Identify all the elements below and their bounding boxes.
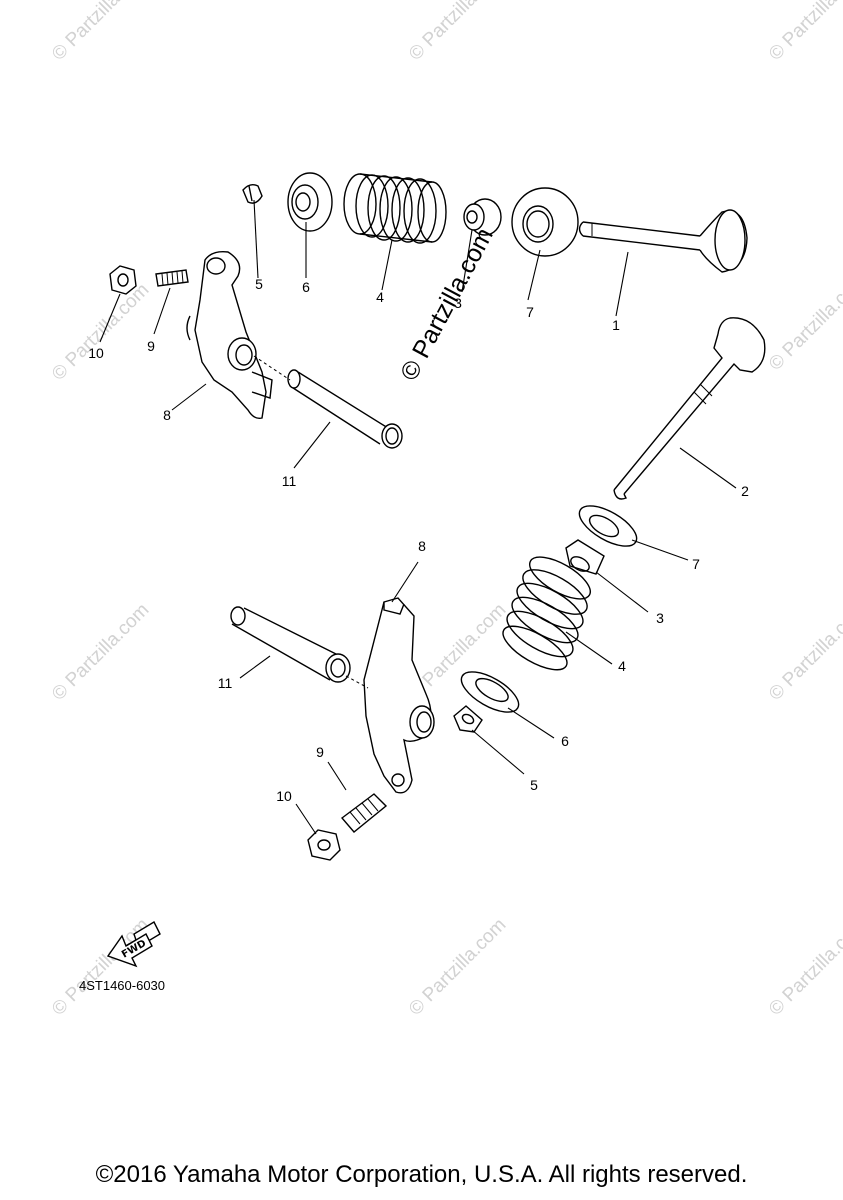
callout-label: 9 — [147, 338, 155, 354]
callout-label: 3 — [656, 610, 664, 626]
callout-label: 3 — [454, 295, 462, 311]
callout-label: 5 — [530, 777, 538, 793]
callout-label: 8 — [163, 407, 171, 423]
valve-top — [578, 209, 748, 273]
fwd-arrow-icon — [106, 921, 161, 968]
rocker-shaft-top — [253, 355, 403, 449]
callout-label: 9 — [316, 744, 324, 760]
callout-label: 2 — [741, 483, 749, 499]
spring-retainer-top — [287, 172, 333, 232]
valve-spring-top — [343, 173, 447, 244]
locknut-top — [109, 265, 137, 295]
callout-label: 11 — [281, 473, 297, 489]
spring-seat-bottom — [578, 505, 638, 547]
locknut-bottom — [307, 829, 341, 861]
spring-seat-top — [511, 187, 579, 257]
callout-label: 4 — [376, 289, 384, 305]
oil-seal-top — [463, 198, 502, 236]
cotter-top — [242, 183, 263, 204]
callout-label: 10 — [276, 788, 292, 804]
valve-bottom — [613, 317, 766, 500]
oil-seal-bottom — [565, 539, 605, 575]
callout-label: 5 — [255, 276, 263, 292]
callout-label: 6 — [561, 733, 569, 749]
callout-label: 11 — [217, 675, 233, 691]
callout-label: 8 — [418, 538, 426, 554]
cotter-bottom — [453, 705, 483, 733]
callout-label: 7 — [692, 556, 700, 572]
callout-label: 4 — [618, 658, 626, 674]
diagram-code: 4ST1460-6030 — [79, 978, 166, 993]
callout-label: 1 — [612, 317, 620, 333]
callout-label: 10 — [88, 345, 104, 361]
spring-retainer-bottom — [460, 671, 520, 713]
copyright-notice: ©2016 Yamaha Motor Corporation, U.S.A. A… — [95, 1161, 748, 1188]
rocker-arm-bottom — [363, 597, 435, 794]
callout-label: 6 — [302, 279, 310, 295]
adjusting-screw-top — [155, 269, 189, 287]
rocker-arm-top — [186, 250, 273, 420]
callout-label: 7 — [526, 304, 534, 320]
adjusting-screw-bottom — [340, 793, 388, 833]
rocker-shaft-bottom — [230, 606, 369, 689]
valve-spring-bottom — [502, 556, 591, 671]
